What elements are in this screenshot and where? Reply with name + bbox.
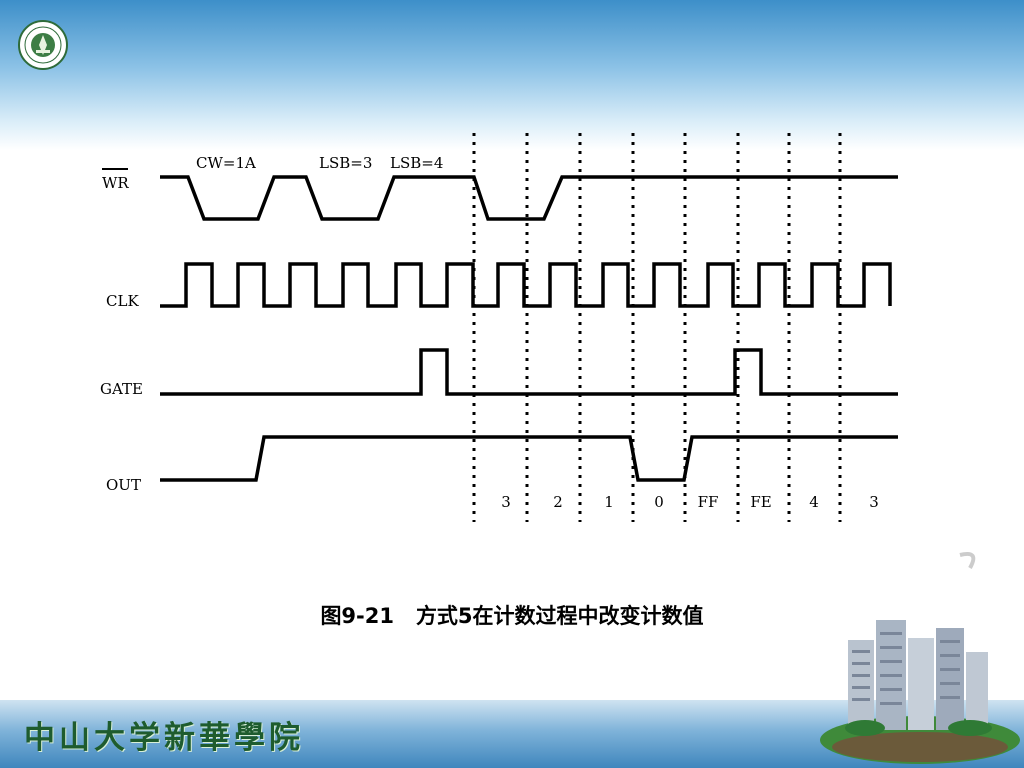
caption-spacer xyxy=(394,604,416,628)
gate-label: GATE xyxy=(100,380,143,398)
lsb4-annotation: LSB=4 xyxy=(390,154,443,172)
count-value: 2 xyxy=(553,493,563,511)
figure-caption: 图9-21 方式5在计数过程中改变计数值 xyxy=(0,600,1024,630)
clk-waveform xyxy=(160,262,892,308)
count-value: 4 xyxy=(809,493,819,511)
header-band xyxy=(0,0,1024,150)
caption-figure-number: 图9-21 xyxy=(320,604,394,628)
wr-waveform xyxy=(160,175,898,221)
count-value: 3 xyxy=(869,493,879,511)
school-name: 中山大学新華學院 xyxy=(24,720,304,756)
count-value: 0 xyxy=(654,493,664,511)
gate-waveform xyxy=(160,348,898,396)
count-value: FE xyxy=(750,493,771,511)
campus-building-island-icon xyxy=(820,551,1020,764)
count-boundary-lines xyxy=(472,133,842,522)
out-waveform xyxy=(160,435,898,482)
wr-label: WR xyxy=(102,174,129,192)
caption-text: 方式5在计数过程中改变计数值 xyxy=(415,604,704,628)
clk-label: CLK xyxy=(106,292,139,310)
count-values: 3 2 1 0 FF FE 4 3 xyxy=(501,493,879,511)
out-label: OUT xyxy=(106,476,141,494)
university-seal-icon xyxy=(18,20,68,70)
count-value: 3 xyxy=(501,493,511,511)
count-value: FF xyxy=(698,493,719,511)
cw-annotation: CW=1A xyxy=(196,154,256,172)
count-value: 1 xyxy=(604,493,614,511)
lsb3-annotation: LSB=3 xyxy=(319,154,372,172)
